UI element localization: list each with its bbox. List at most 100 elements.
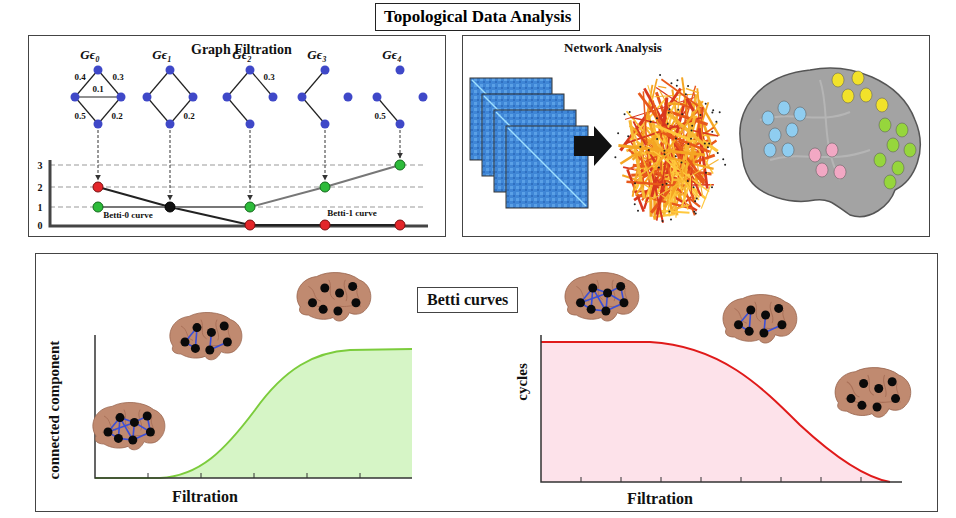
network-node — [650, 121, 652, 123]
brain-node — [348, 282, 357, 291]
network-node — [662, 184, 664, 186]
brain-node — [761, 310, 770, 319]
brain-node — [207, 328, 216, 337]
edge-weight: 0.1 — [92, 85, 103, 95]
graph-vertex — [246, 120, 255, 129]
network-link — [662, 133, 709, 152]
axis-tick — [201, 473, 202, 478]
network-node — [681, 113, 683, 115]
graph-name: Gϵ₃ — [307, 48, 327, 62]
network-node — [629, 111, 631, 113]
brain-node — [734, 320, 743, 329]
brain-node — [146, 428, 155, 437]
network-node — [719, 111, 721, 113]
graph-vertex — [94, 120, 103, 129]
axis-tick — [701, 477, 702, 482]
axis-number: 0 — [38, 220, 43, 231]
curve-point — [245, 202, 255, 212]
axis-tick — [661, 477, 662, 482]
axis-tick — [307, 473, 308, 478]
brain-region — [896, 123, 908, 137]
axis-number: 3 — [38, 160, 43, 171]
network-node — [675, 138, 677, 140]
brain-node — [191, 344, 200, 353]
curve-point — [395, 220, 405, 230]
network-node — [705, 172, 707, 174]
network-node — [634, 182, 636, 184]
graph-filtration-panel: Graph Filtration — [28, 35, 446, 237]
network-link — [682, 88, 684, 90]
edge-weight: 0.3 — [263, 73, 274, 83]
axis-title: Filtration — [627, 490, 693, 508]
graph-name: Gϵ₀ — [80, 48, 100, 62]
network-node — [708, 143, 710, 145]
network-node — [693, 186, 695, 188]
brain-region — [904, 143, 916, 157]
brain-region — [816, 163, 828, 177]
network-analysis-panel: Network Analysis — [462, 35, 930, 237]
brain-node — [619, 298, 628, 307]
network-node — [711, 131, 713, 133]
network-node — [704, 143, 706, 145]
network-node — [705, 103, 707, 105]
network-node — [711, 186, 713, 188]
brain-node — [588, 284, 597, 293]
network-link — [659, 211, 690, 213]
brain-node — [576, 298, 585, 307]
network-node — [664, 153, 666, 155]
network-node — [685, 93, 687, 95]
axis-title: cycles — [514, 363, 531, 400]
filtration-arrow — [250, 130, 251, 200]
network-node — [687, 180, 689, 182]
graph-vertex — [373, 93, 382, 102]
axis-title: connected component — [46, 341, 63, 480]
brain-node — [116, 413, 125, 422]
network-node — [722, 158, 724, 160]
betti-0-curve — [98, 165, 400, 207]
network-node — [668, 108, 670, 110]
graph-edge — [147, 70, 170, 97]
graph-edge — [170, 70, 193, 97]
big-arrow — [574, 126, 612, 166]
graph-vertex — [396, 66, 405, 75]
network-node — [668, 112, 670, 114]
graph-vertex — [166, 66, 175, 75]
axis-number: 1 — [38, 202, 43, 213]
curve-label: Betti-1 curve — [325, 209, 379, 219]
brain-node — [746, 306, 755, 315]
brain-region — [860, 88, 872, 102]
network-link — [691, 165, 693, 194]
brain-illustration — [835, 368, 911, 418]
brain-region — [786, 123, 798, 137]
graph-vertex — [166, 120, 175, 129]
graph-vertex — [189, 93, 198, 102]
brain-region — [842, 89, 854, 103]
brain-illustration — [723, 295, 797, 344]
brain-node — [333, 307, 342, 316]
brain-node — [601, 307, 610, 316]
axis-tick — [360, 473, 361, 478]
network-node — [715, 121, 717, 123]
graph-vertex — [344, 93, 353, 102]
brain-region — [762, 111, 774, 125]
graph-vertex — [143, 93, 152, 102]
brain-node — [603, 288, 612, 297]
brain-region — [892, 161, 904, 175]
brain-node — [587, 305, 596, 314]
axis-title: Filtration — [172, 488, 238, 506]
graph-vertex — [419, 93, 428, 102]
graph-name: Gϵ₁ — [152, 48, 172, 62]
brain-node — [320, 284, 329, 293]
network-link — [618, 146, 705, 155]
network-node — [656, 117, 658, 119]
panel-title: Betti curves — [417, 287, 518, 313]
network-node — [637, 210, 639, 212]
brain-illustration — [297, 273, 371, 322]
brain-node — [205, 346, 214, 355]
brain-region — [876, 98, 888, 112]
curve-point — [395, 160, 405, 170]
edge-weight: 0.2 — [183, 112, 194, 122]
network-link — [620, 153, 636, 163]
network-node — [667, 123, 669, 125]
brain-node — [891, 394, 900, 403]
